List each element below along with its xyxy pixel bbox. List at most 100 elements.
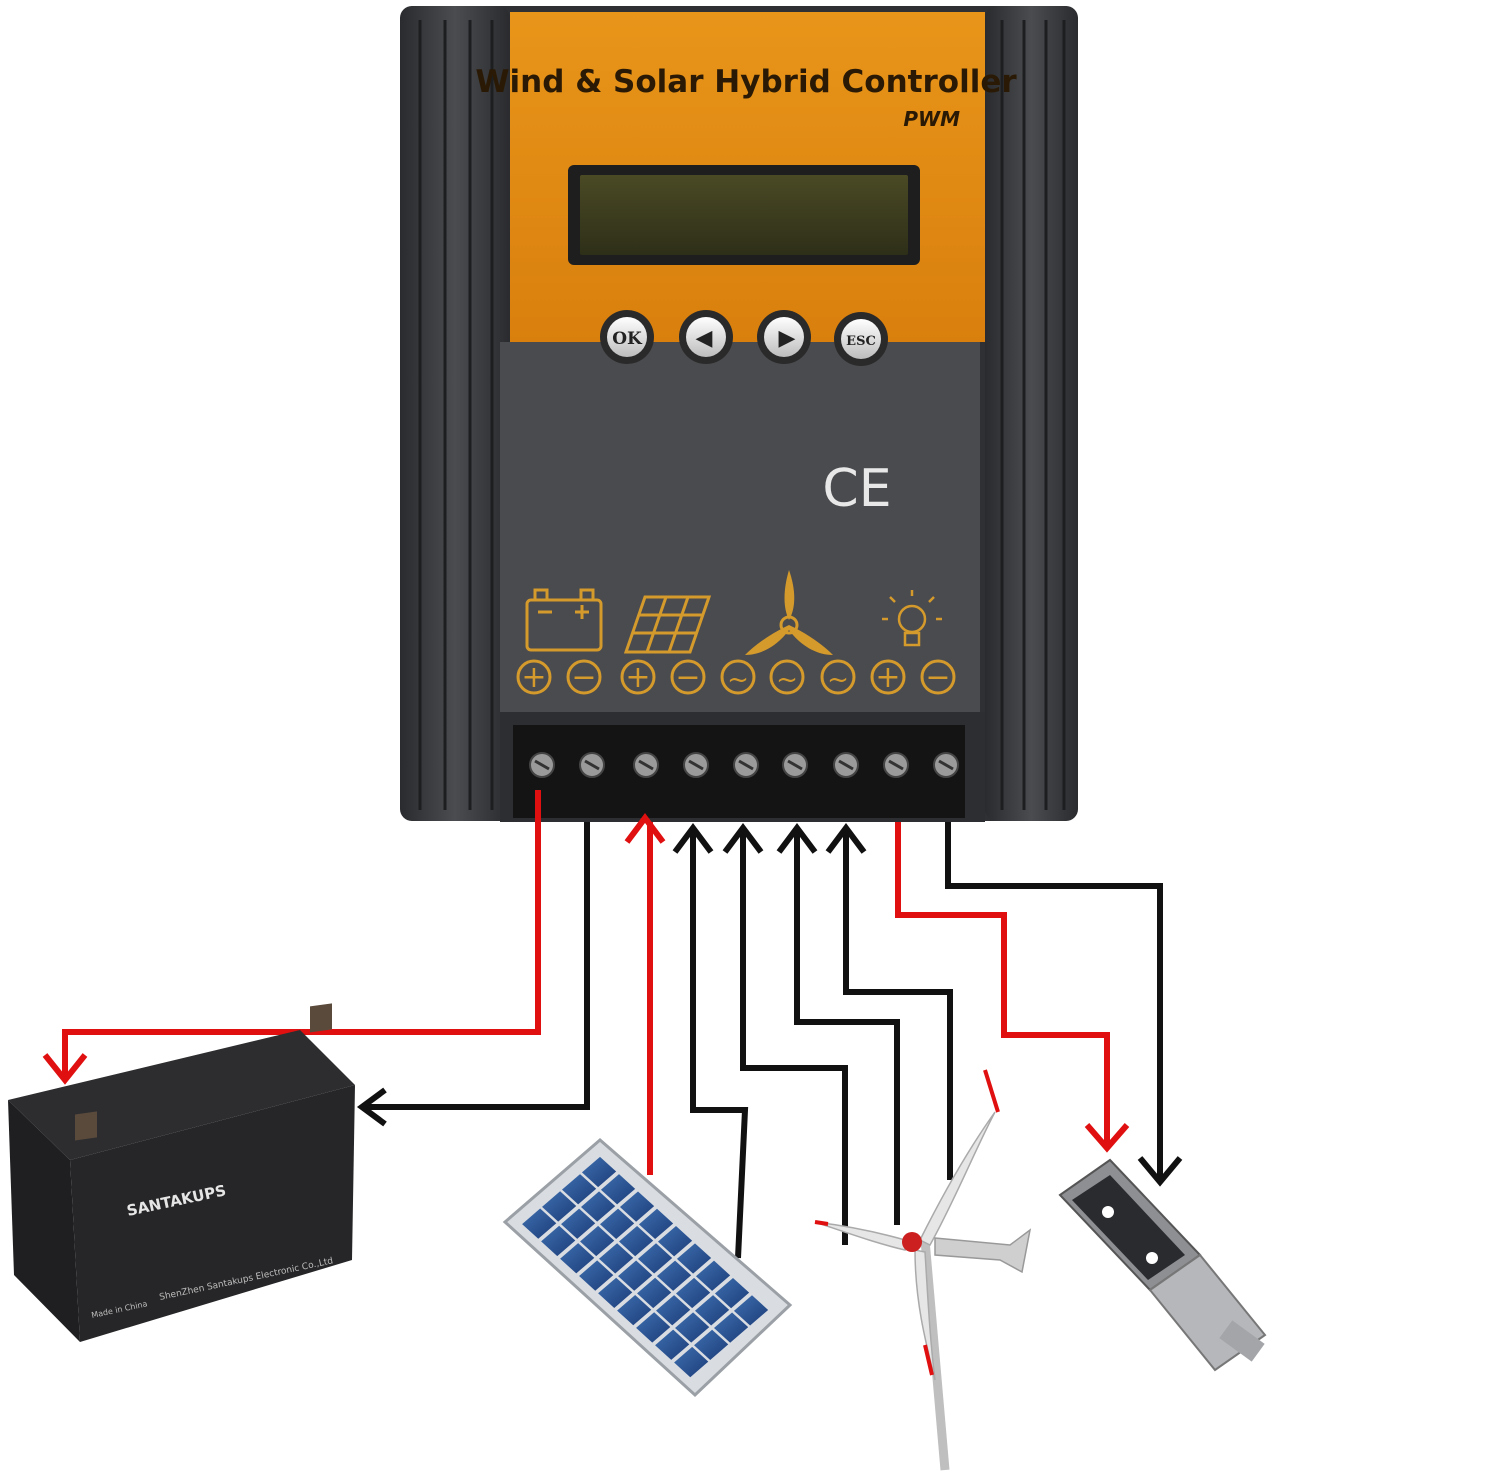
- solar-cell: [674, 1346, 709, 1378]
- solar-cell: [733, 1295, 769, 1326]
- solar-positive-arrow: [624, 813, 666, 844]
- battery-positive-arrow: [42, 1053, 88, 1085]
- solar-cell: [600, 1208, 635, 1239]
- hybrid-controller: Wind & Solar Hybrid Controller PWM OK ◀ …: [400, 6, 1078, 822]
- solar-cell: [714, 1277, 750, 1309]
- right-arrow-icon: ▶: [779, 326, 796, 351]
- controller-subtitle: PWM: [903, 107, 960, 131]
- lcd-display: [568, 165, 920, 265]
- right-arrow-button[interactable]: ▶: [757, 310, 811, 364]
- terminal-symbol: −: [925, 660, 950, 695]
- terminal-block: [513, 725, 965, 818]
- wind-turbine-icon: [745, 570, 833, 655]
- terminal-screw-slot: [938, 759, 954, 771]
- solar-cell: [580, 1225, 615, 1257]
- terminal-symbol-ring: [769, 659, 805, 695]
- terminal-screw-slot: [638, 759, 654, 771]
- solar-cell: [655, 1329, 690, 1360]
- terminal-symbol-ring: [720, 659, 756, 695]
- load-negative-arrow: [1137, 1156, 1183, 1187]
- terminal-screw-slot: [584, 759, 600, 771]
- terminal-symbol-row: +−+−~~~+−: [516, 659, 956, 695]
- solar-cell: [657, 1260, 692, 1291]
- solar-cell: [619, 1225, 654, 1257]
- terminal-screw-slot: [534, 759, 550, 771]
- solar-negative-wire: [690, 832, 749, 1259]
- lamp-icon: [882, 590, 942, 647]
- load-positive-wire: [895, 822, 1110, 1145]
- solar-cell: [694, 1329, 729, 1360]
- terminal-symbol: +: [625, 660, 650, 695]
- wind-phase1-wire: [740, 832, 848, 1245]
- terminal-symbol-ring: [516, 659, 552, 695]
- wind-phase1-arrow: [722, 823, 764, 854]
- terminal-symbol: +: [875, 660, 900, 695]
- solar-cell: [656, 1295, 691, 1326]
- solar-cell: [676, 1277, 711, 1309]
- terminal-symbol-ring: [820, 659, 856, 695]
- solar-cell: [695, 1295, 730, 1326]
- terminal-screw-slot: [888, 759, 904, 771]
- wind-phase3-arrow: [825, 823, 867, 854]
- solar-cell: [522, 1208, 557, 1239]
- solar-cell: [714, 1312, 749, 1343]
- solar-cell: [637, 1277, 672, 1309]
- esc-button[interactable]: ESC: [834, 312, 888, 366]
- solar-negative-arrow: [672, 823, 714, 854]
- solar-cell: [562, 1174, 597, 1205]
- battery-icon: [525, 588, 603, 652]
- right-fins: [985, 6, 1078, 821]
- terminal-screw-slot: [787, 759, 803, 771]
- wind-phase2-arrow: [776, 823, 818, 854]
- battery-negative-arrow: [356, 1087, 387, 1127]
- terminal-screw-slot: [738, 759, 754, 771]
- solar-cell: [542, 1191, 577, 1222]
- solar-cell: [581, 1156, 617, 1188]
- terminal-symbol: ~: [727, 665, 749, 695]
- esc-button-label: ESC: [846, 334, 876, 349]
- solar-cell: [561, 1208, 596, 1239]
- left-arrow-button[interactable]: ◀: [679, 310, 733, 364]
- solar-cell: [638, 1243, 673, 1274]
- solar-cell: [695, 1260, 731, 1291]
- solar-cell: [599, 1243, 634, 1274]
- terminal-symbol: ~: [827, 665, 849, 695]
- terminal-symbol-ring: [620, 659, 656, 695]
- solar-panel-icon: [502, 1138, 793, 1398]
- ok-button-label: OK: [612, 329, 643, 349]
- solar-cell: [636, 1312, 671, 1343]
- terminal-screw-slot: [838, 759, 854, 771]
- controller-title: Wind & Solar Hybrid Controller: [475, 64, 1017, 100]
- terminal-symbol-ring: [920, 659, 956, 695]
- solar-cell: [581, 1191, 616, 1222]
- left-fins: [400, 6, 510, 821]
- terminal-screw-slot: [688, 759, 704, 771]
- solar-cell: [598, 1277, 633, 1308]
- load-negative-wire: [945, 822, 1163, 1180]
- terminal-symbol: +: [521, 660, 546, 695]
- battery-negative-wire: [362, 822, 590, 1110]
- gray-panel: [500, 342, 980, 712]
- terminal-symbol-ring: [870, 659, 906, 695]
- terminal-symbol: −: [571, 660, 596, 695]
- solar-cell: [619, 1191, 655, 1222]
- ce-mark: CE: [822, 459, 891, 519]
- solar-cell: [600, 1174, 636, 1205]
- ok-button[interactable]: OK: [600, 310, 654, 364]
- solar-cell: [617, 1295, 652, 1326]
- solar-cell: [657, 1226, 693, 1257]
- solar-cell: [675, 1312, 710, 1343]
- wind-phase3-wire: [843, 832, 953, 1180]
- wind-turbine-icon: [814, 1069, 1032, 1471]
- terminal-symbol-ring: [566, 659, 602, 695]
- wires: [42, 790, 1183, 1259]
- battery-icon: SANTAKUPS ShenZhen Santakups Electronic …: [8, 1003, 355, 1342]
- left-arrow-icon: ◀: [696, 326, 713, 351]
- solar-cell: [676, 1243, 712, 1274]
- solar-cell: [541, 1225, 576, 1257]
- solar-cell: [638, 1208, 674, 1240]
- terminal-symbol: ~: [776, 665, 798, 695]
- solar-panel-icon: [623, 595, 712, 654]
- solar-cell: [560, 1243, 595, 1274]
